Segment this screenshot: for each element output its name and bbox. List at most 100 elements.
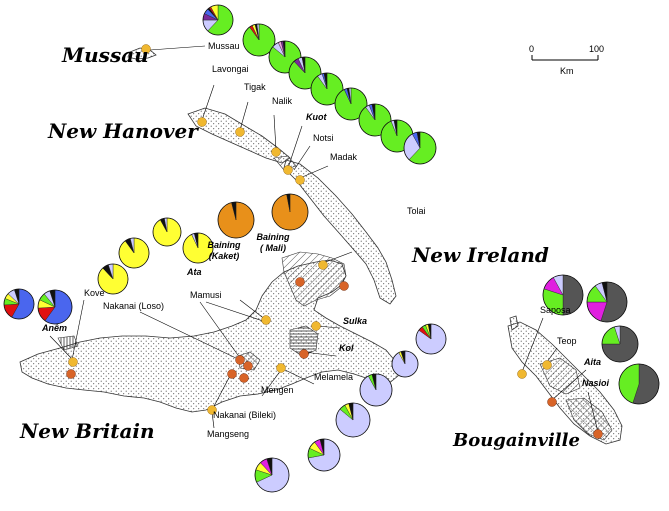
- pie-chart: [391, 350, 419, 378]
- leader-line: [71, 299, 85, 361]
- pie-outline: [152, 217, 182, 247]
- leader-line: [587, 391, 599, 433]
- sample-site-dot: [261, 315, 271, 325]
- language-label-baining-kaket: Baining(Kaket): [208, 240, 242, 261]
- pie-chart: [3, 288, 35, 320]
- leader-line: [280, 367, 315, 385]
- non-austronesian-site-dot: [295, 277, 305, 287]
- leader-line: [211, 371, 233, 411]
- leader-line: [273, 114, 277, 151]
- leader-line: [322, 251, 353, 264]
- leader-line: [239, 101, 249, 131]
- language-label-nakanai-bileki: Nakanai (Bileki): [213, 410, 276, 420]
- non-austronesian-site-dot: [547, 397, 557, 407]
- pie-outline: [202, 4, 234, 36]
- language-label-tolai: Tolai: [407, 206, 426, 216]
- pie-chart: [202, 4, 234, 36]
- sample-site-dot: [542, 360, 552, 370]
- region-mussau: Mussau: [61, 43, 149, 67]
- leader-line: [199, 301, 241, 359]
- non-austronesian-site-dot: [299, 349, 309, 359]
- sample-site-dot: [235, 127, 245, 137]
- nasioi-area: [565, 397, 613, 441]
- language-label-anem: Anêm: [41, 323, 67, 333]
- leader-line: [261, 369, 282, 397]
- sample-site-dot: [517, 369, 527, 379]
- leader-line: [139, 311, 241, 361]
- language-label-mussau: Mussau: [208, 41, 240, 51]
- pie-outline: [118, 237, 150, 269]
- non-austronesian-site-dot: [235, 355, 245, 365]
- pie-chart: [118, 237, 150, 269]
- language-label-nalik: Nalik: [272, 96, 293, 106]
- sample-site-dot: [141, 44, 151, 54]
- language-label-ata: Ata: [186, 267, 202, 277]
- scale-hundred: 100: [589, 44, 604, 54]
- region-new-britain: New Britain: [19, 419, 155, 443]
- pie-chart: [307, 438, 341, 472]
- region-labels: Mussau New Hanover New Ireland New Brita…: [19, 43, 580, 451]
- pie-chart: [271, 193, 309, 231]
- buka-island: [509, 315, 519, 331]
- sample-site-dot: [207, 405, 217, 415]
- pie-outline: [359, 373, 393, 407]
- pie-chart: [310, 72, 344, 106]
- language-label-lavongai: Lavongai: [212, 64, 249, 74]
- pie-chart: [334, 87, 368, 121]
- pie-chart: [586, 281, 628, 323]
- pie-chart: [601, 325, 639, 363]
- language-label-notsi: Notsi: [313, 133, 334, 143]
- anem-area: [57, 335, 79, 351]
- leader-line: [149, 45, 206, 51]
- region-new-ireland: New Ireland: [411, 243, 549, 267]
- baining-area: [281, 251, 347, 307]
- pie-chart: [335, 402, 371, 438]
- pie-chart: [359, 373, 393, 407]
- language-label-teop: Teop: [557, 336, 577, 346]
- language-labels: MussauLavongaiTigakNalikKuotNotsiMadakTo…: [41, 41, 610, 439]
- new-ireland-island: [283, 159, 397, 305]
- pie-outline: [358, 103, 392, 137]
- scale-unit: Km: [560, 66, 574, 76]
- leader-line: [239, 299, 267, 321]
- pie-outline: [217, 201, 255, 239]
- pie-chart: [182, 232, 214, 264]
- language-label-saposa: Saposa: [540, 305, 571, 315]
- sample-site-dot: [283, 165, 293, 175]
- scale-bar: 0 100 Km: [529, 44, 604, 76]
- pie-chart: [542, 274, 584, 316]
- pie-outline: [307, 438, 341, 472]
- scale-zero: 0: [529, 44, 534, 54]
- pie-outline: [391, 350, 419, 378]
- pie-outline: [271, 193, 309, 231]
- leader-line: [205, 301, 267, 323]
- pie-outline: [3, 288, 35, 320]
- leader-line: [303, 351, 337, 357]
- sample-site-dot: [295, 175, 305, 185]
- pie-outline: [37, 289, 73, 325]
- language-label-tigak: Tigak: [244, 82, 266, 92]
- language-label-mangseng: Mangseng: [207, 429, 249, 439]
- leader-line: [49, 335, 74, 361]
- sample-sites: [66, 44, 603, 439]
- pie-chart: [97, 263, 129, 295]
- sample-site-dot: [318, 260, 328, 270]
- language-label-mamusi: Mamusi: [190, 290, 222, 300]
- language-label-aita: Aita: [583, 357, 601, 367]
- pie-outline: [242, 23, 276, 57]
- sample-site-dot: [197, 117, 207, 127]
- pie-chart: [217, 201, 255, 239]
- leader-line: [546, 347, 558, 363]
- leader-line: [299, 165, 329, 179]
- non-austronesian-site-dot: [339, 281, 349, 291]
- language-label-melamela: Melamela: [314, 372, 353, 382]
- pie-outline: [254, 457, 290, 493]
- non-austronesian-site-dot: [243, 361, 253, 371]
- language-label-nakanai-loso: Nakanai (Loso): [103, 301, 164, 311]
- sample-site-dot: [68, 357, 78, 367]
- sample-site-dot: [271, 147, 281, 157]
- pie-chart: [403, 131, 437, 165]
- pie-chart: [242, 23, 276, 57]
- kol-sulka-area: [289, 325, 319, 357]
- language-label-mengen: Mengen: [261, 385, 294, 395]
